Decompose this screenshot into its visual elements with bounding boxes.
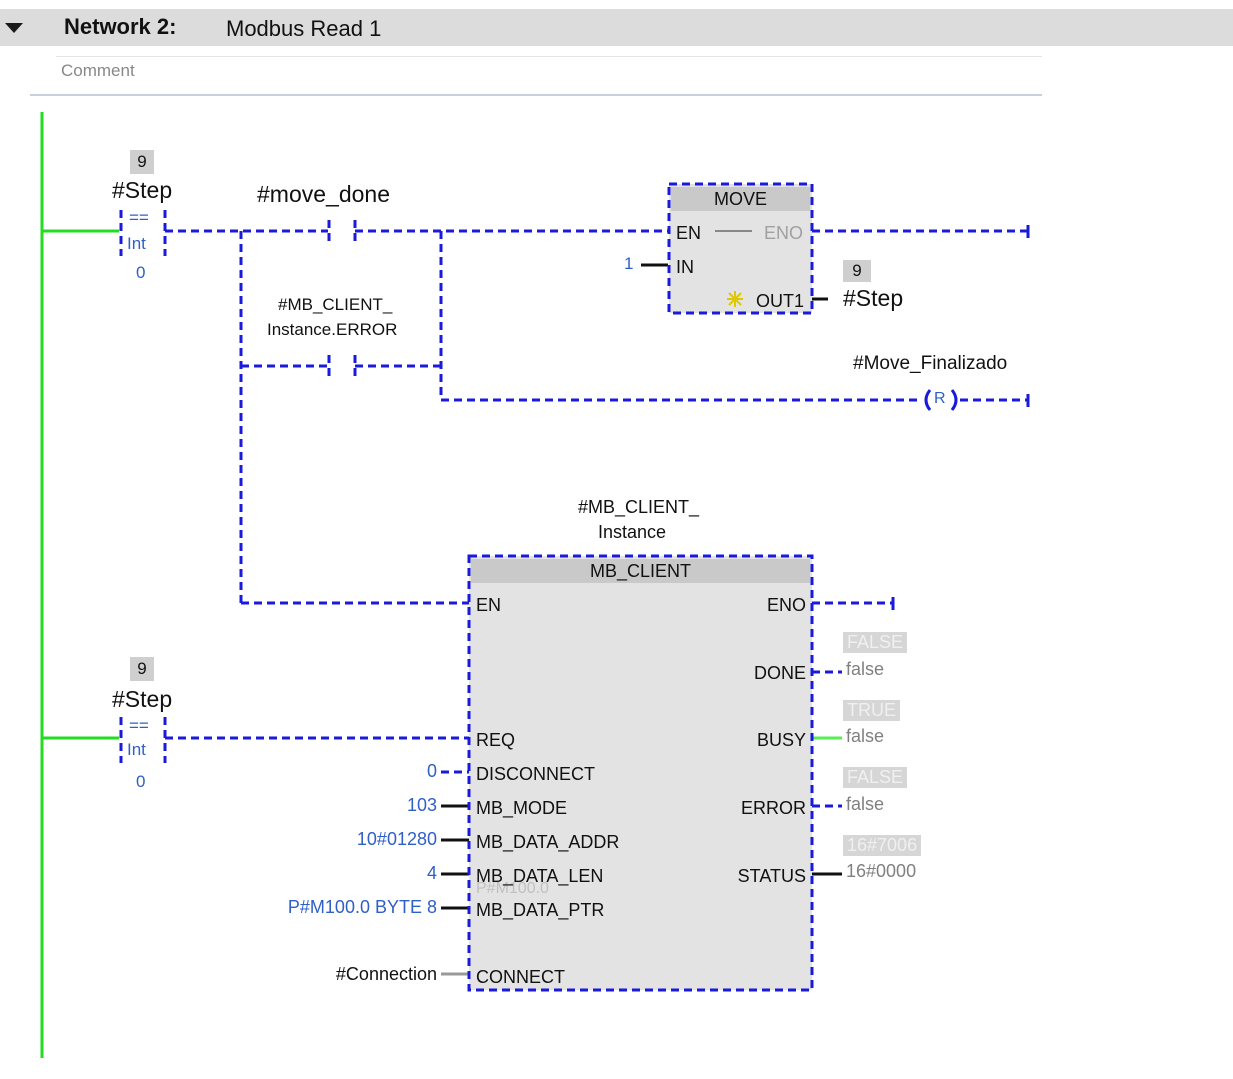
compare1-operand[interactable]: #Step [112, 177, 173, 203]
move-in-pin: IN [676, 257, 694, 277]
mb-ghost-ptr: P#M100.0 [476, 880, 549, 897]
busy-value: false [846, 726, 885, 746]
mb-data-len-value[interactable]: 4 [426, 863, 437, 883]
mb-pin-disconnect: DISCONNECT [476, 764, 596, 784]
mb-pin-status: STATUS [737, 866, 806, 886]
contact-move-done-label[interactable]: #move_done [257, 181, 390, 207]
reset-coil-letter: R [934, 390, 946, 407]
move-in-value[interactable]: 1 [624, 254, 634, 273]
mb-pin-mb-data-len: MB_DATA_LEN [476, 866, 604, 886]
mb-pin-error: ERROR [740, 798, 806, 818]
mb-pin-en: EN [476, 595, 502, 615]
mb-pin-busy: BUSY [756, 730, 806, 750]
compare2-operand[interactable]: #Step [112, 686, 173, 712]
mb-data-ptr-value[interactable]: P#M100.0 BYTE 8 [287, 897, 437, 917]
reset-coil-symbol [924, 389, 958, 411]
move-out1-pin: OUT1 [756, 291, 805, 311]
contact-error-label-2[interactable]: Instance.ERROR [267, 320, 398, 339]
connect-value[interactable]: #Connection [335, 964, 437, 984]
compare1-type[interactable]: Int [127, 234, 146, 253]
mb-client-title[interactable]: MB_CLIENT [471, 559, 810, 583]
compare2-op: == [129, 716, 149, 735]
compare1-operand2[interactable]: 0 [136, 263, 146, 282]
move-eno-pin: ENO [764, 223, 804, 243]
mb-pin-req: REQ [476, 730, 516, 750]
disconnect-value[interactable]: 0 [426, 761, 437, 781]
compare1-value-box: 9 [130, 150, 154, 174]
mb-client-instance-2[interactable]: Instance [598, 522, 667, 542]
header-separator [30, 94, 1042, 96]
error-ghost-value: FALSE [843, 767, 908, 788]
network-title[interactable]: Modbus Read 1 [226, 16, 382, 41]
mb-pin-mb-data-ptr: MB_DATA_PTR [476, 900, 605, 920]
done-ghost-value: FALSE [843, 632, 908, 653]
status-ghost-value: 16#7006 [843, 835, 922, 856]
mb-data-addr-value[interactable]: 10#01280 [356, 829, 437, 849]
mb-client-instance-1[interactable]: #MB_CLIENT_ [578, 497, 700, 517]
mb-client-block-body [467, 554, 814, 992]
mb-mode-value[interactable]: 103 [406, 795, 437, 815]
compare2-type[interactable]: Int [127, 740, 146, 759]
sparkle-icon [727, 291, 743, 307]
done-value: false [846, 659, 885, 679]
mb-pin-mb-data-addr: MB_DATA_ADDR [476, 832, 620, 852]
contact-error-label-1[interactable]: #MB_CLIENT_ [278, 295, 393, 314]
move-block-title[interactable]: MOVE [671, 187, 810, 211]
error-value: false [846, 794, 885, 814]
compare2-operand2[interactable]: 0 [136, 772, 146, 791]
mb-pin-eno: ENO [766, 595, 806, 615]
comment-placeholder: Comment [61, 61, 135, 80]
compare2-value-box: 9 [130, 657, 154, 681]
mb-pin-done: DONE [753, 663, 806, 683]
compare1-op: == [129, 208, 149, 227]
reset-coil-label[interactable]: #Move_Finalizado [853, 353, 1008, 374]
mb-pin-mb-mode: MB_MODE [476, 798, 568, 818]
network-comment-field[interactable]: Comment [56, 56, 1042, 87]
move-out-operand[interactable]: #Step [843, 285, 904, 311]
move-out-value-box: 9 [843, 260, 871, 282]
busy-ghost-value: TRUE [843, 700, 900, 721]
mb-pin-connect: CONNECT [476, 967, 565, 987]
network-number: Network 2: [64, 14, 177, 39]
collapse-triangle-icon[interactable] [5, 23, 23, 33]
status-value: 16#0000 [846, 861, 917, 881]
network-header[interactable]: Network 2: Modbus Read 1 [0, 9, 1233, 46]
move-en-pin: EN [676, 223, 702, 243]
